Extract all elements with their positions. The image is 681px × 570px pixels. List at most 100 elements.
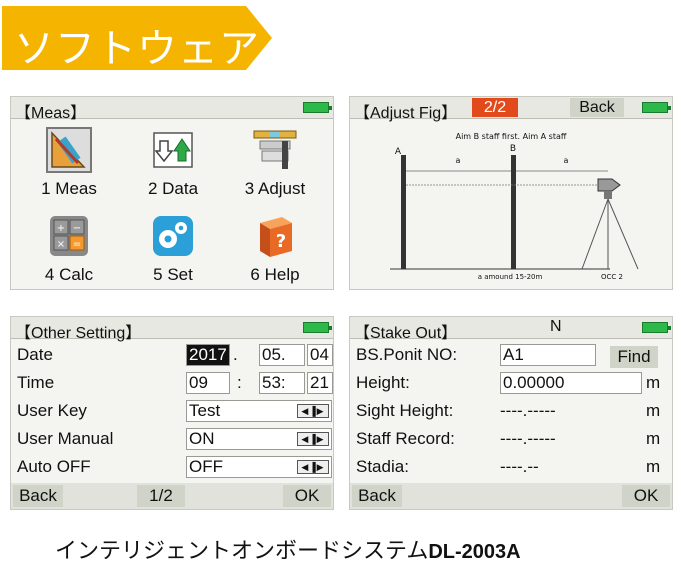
help-book-icon: ? — [252, 213, 298, 259]
auto-off-value: OFF — [189, 457, 223, 476]
auto-off-select[interactable]: OFF ◀▐▶ — [186, 456, 332, 478]
time-minute-field[interactable]: 53: — [259, 372, 305, 394]
height-row: Height: 0.00000 m — [350, 369, 672, 397]
left-right-arrow-icon[interactable]: ◀▐▶ — [297, 404, 329, 418]
date-month-field[interactable]: 05. — [259, 344, 305, 366]
menu-item-adjust[interactable]: 3 Adjust — [227, 127, 323, 199]
menu-item-meas[interactable]: 1 Meas — [21, 127, 117, 199]
bs-point-label: BS.Ponit NO: — [356, 345, 458, 364]
model-name: DL-2003A — [428, 541, 521, 563]
user-key-select[interactable]: Test ◀▐▶ — [186, 400, 332, 422]
height-unit: m — [646, 373, 661, 392]
adjust-title: 【Adjust Fig】 — [354, 105, 458, 122]
time-hour-field[interactable]: 09 — [186, 372, 230, 394]
other-setting-panel: 【Other Setting】 Date 2017 . 05. 04 Time … — [10, 316, 334, 510]
staff-a — [401, 155, 406, 269]
page-indicator: 2/2 — [472, 98, 518, 117]
left-right-arrow-icon[interactable]: ◀▐▶ — [297, 460, 329, 474]
stake-out-bottombar: Back OK — [350, 483, 672, 509]
ok-button[interactable]: OK — [283, 485, 331, 507]
sight-height-value: ----.----- — [500, 401, 556, 420]
menu-item-label: 6 Help — [250, 265, 300, 284]
sight-height-unit: m — [646, 401, 661, 420]
time-second-field[interactable]: 21 — [307, 372, 333, 394]
other-setting-bottombar: Back 1/2 OK — [11, 483, 333, 509]
date-separator: . — [233, 345, 238, 364]
svg-text:×: × — [57, 239, 65, 250]
menu-item-set[interactable]: 5 Set — [125, 213, 221, 285]
staff-record-unit: m — [646, 429, 661, 448]
ok-button[interactable]: OK — [622, 485, 670, 507]
user-key-row: User Key Test ◀▐▶ — [11, 397, 333, 425]
footer-text: インテリジェントオンボードシステム — [55, 539, 429, 564]
meas-titlebar: 【Meas】 — [11, 97, 333, 122]
svg-text:+: + — [57, 223, 65, 234]
adjustment-diagram: A B a a Aim B staff first. Aim A staff a… — [390, 132, 639, 281]
svg-text:=: = — [73, 239, 81, 250]
page-indicator: 1/2 — [137, 485, 185, 507]
date-day-field[interactable]: 04 — [307, 344, 333, 366]
find-button[interactable]: Find — [610, 346, 658, 368]
stake-out-title: 【Stake Out】 — [354, 325, 458, 342]
menu-item-label: 5 Set — [153, 265, 193, 284]
sight-height-label: Sight Height: — [356, 401, 454, 420]
stake-out-titlebar: 【Stake Out】 N — [350, 317, 672, 342]
calculator-icon: + − × = — [46, 213, 92, 259]
software-banner: ソフトウェア — [2, 6, 274, 72]
back-button[interactable]: Back — [13, 485, 63, 507]
level-instrument-icon — [597, 178, 621, 192]
segment-a-label: a — [456, 156, 461, 165]
user-key-label: User Key — [17, 401, 87, 420]
banner-title: ソフトウェア — [14, 26, 260, 72]
stake-out-panel: 【Stake Out】 N BS.Ponit NO: A1 Find Heigh… — [349, 316, 673, 510]
date-year-field[interactable]: 2017 — [186, 344, 230, 366]
stadia-label: Stadia: — [356, 457, 409, 476]
bs-point-row: BS.Ponit NO: A1 Find — [350, 341, 672, 369]
segment-a-label: a — [564, 156, 569, 165]
diagram-instruction: Aim B staff first. Aim A staff — [456, 132, 567, 141]
menu-item-calc[interactable]: + − × = 4 Calc — [21, 213, 117, 285]
auto-off-row: Auto OFF OFF ◀▐▶ — [11, 453, 333, 481]
bs-point-input[interactable]: A1 — [500, 344, 596, 366]
left-right-arrow-icon[interactable]: ◀▐▶ — [297, 432, 329, 446]
time-row: Time 09 : 53: 21 — [11, 369, 333, 397]
date-row: Date 2017 . 05. 04 — [11, 341, 333, 369]
staff-b-label: B — [510, 144, 516, 154]
user-manual-row: User Manual ON ◀▐▶ — [11, 425, 333, 453]
battery-icon — [642, 322, 671, 333]
menu-item-label: 3 Adjust — [244, 179, 306, 198]
adjust-titlebar: 【Adjust Fig】 2/2 Back — [350, 97, 672, 122]
user-manual-value: ON — [189, 429, 215, 448]
menu-item-help[interactable]: ? 6 Help — [227, 213, 323, 285]
time-label: Time — [17, 373, 55, 392]
user-key-value: Test — [189, 401, 221, 420]
staff-a-label: A — [395, 147, 402, 157]
menu-item-data[interactable]: 2 Data — [125, 127, 221, 199]
stadia-value: ----.-- — [500, 457, 539, 476]
height-input[interactable]: 0.00000 — [500, 372, 642, 394]
data-folder-icon — [150, 127, 196, 173]
battery-icon — [303, 322, 332, 333]
user-manual-label: User Manual — [17, 429, 114, 448]
meas-panel: 【Meas】 1 Meas 2 Data — [10, 96, 334, 290]
menu-item-label: 4 Calc — [44, 265, 94, 284]
adjust-fig-panel: 【Adjust Fig】 2/2 Back A B a a Aim B staf… — [349, 96, 673, 290]
staff-record-value: ----.----- — [500, 429, 556, 448]
time-separator: : — [237, 373, 242, 392]
battery-icon — [303, 102, 332, 113]
user-manual-select[interactable]: ON ◀▐▶ — [186, 428, 332, 450]
north-indicator: N — [550, 318, 562, 335]
svg-text:?: ? — [276, 231, 286, 252]
other-setting-titlebar: 【Other Setting】 — [11, 317, 333, 342]
date-label: Date — [17, 345, 53, 364]
banner-arrow-shape — [2, 6, 272, 70]
sight-height-row: Sight Height: ----.----- m — [350, 397, 672, 425]
svg-text:−: − — [73, 223, 81, 234]
height-label: Height: — [356, 373, 410, 392]
battery-icon — [642, 102, 671, 113]
back-button[interactable]: Back — [570, 98, 624, 117]
other-setting-title: 【Other Setting】 — [15, 325, 142, 342]
occ-label: OCC 2 — [601, 273, 623, 281]
back-button[interactable]: Back — [352, 485, 402, 507]
menu-item-label: 2 Data — [147, 179, 199, 198]
